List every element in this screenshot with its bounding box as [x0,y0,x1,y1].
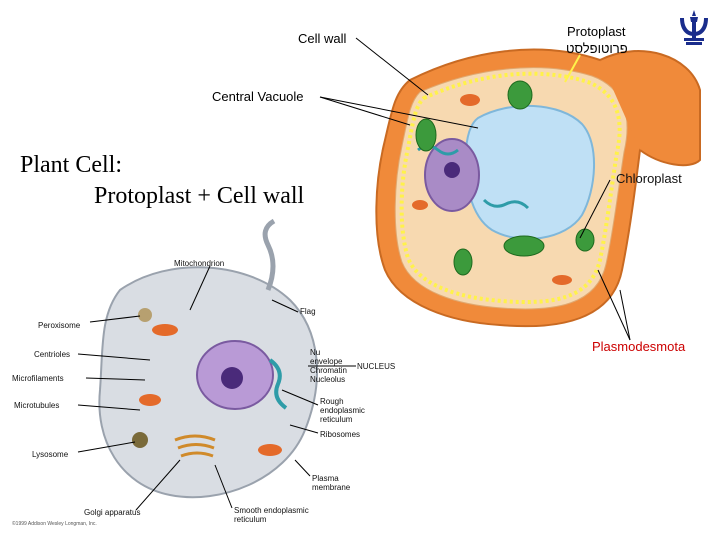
label-ribosomes: Ribosomes [320,430,361,439]
label-rough-er-1: Rough [320,397,344,406]
label-nucleus: NUCLEUS [357,362,396,371]
leader-protoplast [564,54,581,83]
animal-flagellum [262,218,276,291]
label-lysosome: Lysosome [32,450,69,459]
animal-peroxisome [138,308,152,322]
slide-title-line2: Protoplast + Cell wall [94,183,305,209]
leader-plasma [294,459,311,477]
animal-lysosome [132,432,148,448]
chloroplast-3 [503,235,545,257]
plant-mitochondrion-3 [552,275,572,285]
animal-nucleolus [221,367,243,389]
leader-central-vacuole [319,96,479,129]
leader-mitochondrion [189,265,211,311]
leader-central-vacuole-2 [319,96,411,126]
chloroplast-1 [415,118,437,152]
university-emblem-icon [680,10,708,45]
leader-cell-wall [355,37,429,96]
leader-golgi [135,459,181,511]
plant-er-2 [482,198,530,210]
leader-plasmodesmota-1 [597,269,631,341]
label-plasmodesmota: Plasmodesmota [592,339,686,354]
animal-mitochondrion-2 [139,394,161,406]
label-envelope: envelope [310,357,343,366]
label-flagella: Flag [300,307,316,316]
leader-plasmodesmota-2 [619,289,631,341]
chloroplast-2 [507,80,533,110]
animal-rough-er [268,358,288,410]
leader-peroxisome [89,315,141,323]
leader-rough-er [281,389,319,406]
label-central-vacuole: Central Vacuole [212,89,304,104]
leader-flagella [271,299,299,313]
label-cell-wall: Cell wall [298,31,347,46]
label-microfilaments: Microfilaments [12,374,64,383]
leader-centrioles [77,353,151,361]
slide-title-line1: Plant Cell: [20,152,122,178]
plant-mitochondrion-2 [412,200,428,210]
label-protoplast-hebrew: פרוטופלסט [566,41,628,56]
label-rough-er-3: reticulum [320,415,353,424]
label-nucleolus: Nucleolus [310,375,346,384]
protoplast-boundary [399,71,622,305]
adjacent-cell-wall [599,50,701,167]
label-peroxisome: Peroxisome [38,321,81,330]
label-chromatin: Chromatin [310,366,347,375]
leader-chloroplast [579,179,611,239]
label-mitochondrion: Mitochondrion [174,259,225,268]
label-chloroplast: Chloroplast [616,171,682,186]
label-golgi: Golgi apparatus [84,508,141,517]
leader-microfilaments [85,377,146,381]
label-plasma-1: Plasma [312,474,339,483]
label-copyright: ©1999 Addison Wesley Longman, Inc. [12,521,97,527]
animal-mitochondrion-1 [152,324,178,336]
leader-ribosomes [289,424,319,434]
label-protoplast: Protoplast [567,24,626,39]
plant-nucleolus [444,162,460,178]
chloroplast-4 [453,248,473,276]
label-smooth-er-1: Smooth endoplasmic [234,506,309,515]
label-plasma-2: membrane [312,483,351,492]
leader-microtubules [77,404,141,411]
leader-lysosome [77,441,136,453]
plant-mitochondrion-1 [460,94,480,106]
label-rough-er-2: endoplasmic [320,406,365,415]
label-centrioles: Centrioles [34,350,71,359]
label-microtubules: Microtubules [14,401,60,410]
animal-mitochondrion-3 [258,444,282,456]
leader-smooth-er [214,464,233,509]
animal-golgi [174,434,216,458]
label-nu: Nu [310,348,321,357]
label-smooth-er-2: reticulum [234,515,267,524]
